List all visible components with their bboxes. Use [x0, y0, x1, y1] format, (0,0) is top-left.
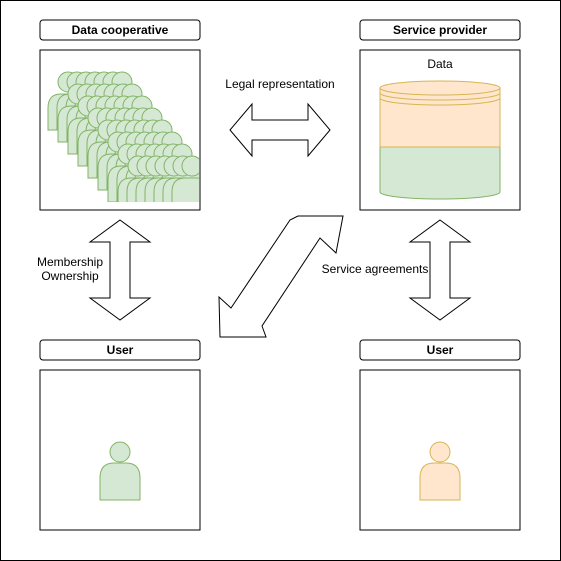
- node-service-provider[interactable]: Service provider Data: [359, 19, 521, 211]
- user-right-header: User: [427, 343, 454, 357]
- legal-representation-arrow[interactable]: [229, 102, 331, 158]
- crowd-person-body: [171, 177, 199, 202]
- node-user-left[interactable]: User: [39, 339, 201, 531]
- provider-header: Service provider: [393, 23, 487, 37]
- cylinder-ring-1: [379, 92, 501, 101]
- membership-label-bg: [34, 254, 106, 284]
- ownership-label: Ownership: [41, 269, 99, 283]
- cylinder-bottom: [379, 146, 501, 200]
- membership-arrow[interactable]: [88, 219, 152, 321]
- service-agreements-label: Service agreements: [322, 262, 429, 276]
- user-left-header: User: [107, 343, 134, 357]
- service-label-bg: [321, 261, 429, 277]
- cylinder-lid: [379, 80, 501, 96]
- service-agreements-arrow[interactable]: [408, 219, 472, 321]
- cooperative-header-box: [39, 19, 201, 41]
- cylinder-ring-2: [379, 97, 501, 106]
- cooperative-header: Data cooperative: [72, 23, 169, 37]
- node-data-cooperative[interactable]: Data cooperative: [39, 19, 212, 214]
- user-left-header-box: [39, 339, 201, 361]
- person-icon-green: [99, 441, 141, 501]
- cylinder-top: [379, 87, 501, 148]
- person-icon-orange: [419, 441, 461, 501]
- diagonal-arrow[interactable]: [218, 215, 344, 338]
- membership-label: Membership: [37, 255, 103, 269]
- provider-header-box: [359, 19, 521, 41]
- node-user-right[interactable]: User: [359, 339, 521, 531]
- cylinder-label: Data: [427, 57, 453, 71]
- legal-representation-label: Legal representation: [225, 77, 334, 91]
- database-icon: [379, 80, 501, 200]
- crowd-icon: [47, 71, 199, 202]
- crowd-person-head: [181, 155, 199, 177]
- user-right-header-box: [359, 339, 521, 361]
